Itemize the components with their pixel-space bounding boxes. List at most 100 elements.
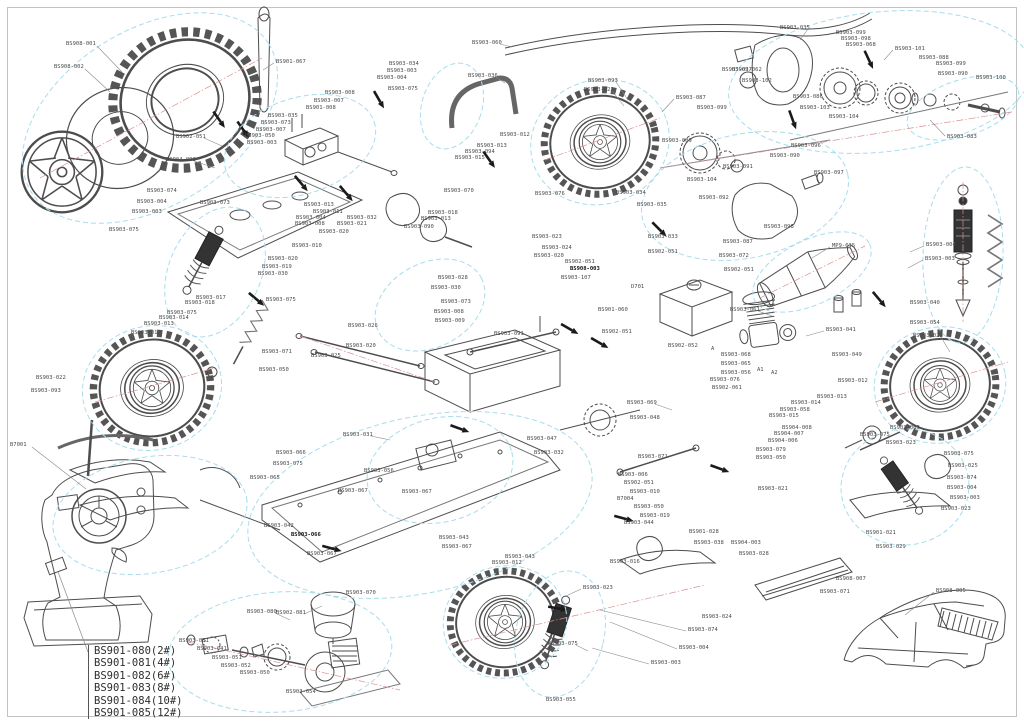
- part-label: BS903-075: [944, 451, 974, 457]
- part-label: BS908-002: [54, 64, 84, 70]
- parts-list-item: BS901-085(12#): [94, 707, 183, 720]
- part-label: BS903-075: [388, 86, 418, 92]
- part-label: BS903-012: [131, 330, 161, 336]
- part-label: BS903-099: [836, 30, 866, 36]
- part-label: BS903-022: [36, 375, 66, 381]
- part-label: BS903-083: [947, 134, 977, 140]
- part-label: BS903-086: [793, 94, 823, 100]
- part-label: BS903-013: [304, 202, 334, 208]
- part-label: BS903-032: [534, 450, 564, 456]
- part-label: BS903-024: [702, 614, 732, 620]
- part-label: BS903-013: [817, 394, 847, 400]
- part-label: BS903-050: [259, 367, 289, 373]
- part-label: BS903-102: [742, 78, 772, 84]
- part-label: BS903-012: [492, 560, 522, 566]
- part-label: BS903-067: [402, 489, 432, 495]
- parts-list-item: BS901-084(10#): [94, 694, 183, 707]
- parts-list-item: BS901-081(4#): [94, 657, 177, 670]
- part-label: BS903-003: [247, 140, 277, 146]
- part-label: BS903-092: [699, 195, 729, 201]
- part-label: BS903-038: [694, 540, 724, 546]
- part-label: BS903-025: [948, 463, 978, 469]
- part-label: BS902-051: [724, 267, 754, 273]
- part-label: BS903-058: [780, 407, 810, 413]
- fuel-tubing-art: [504, 12, 873, 56]
- part-label: BS903-040: [910, 300, 940, 306]
- fuel-tank-art: [658, 279, 734, 337]
- part-label: BS903-012: [838, 378, 868, 384]
- part-label: BS903-093: [31, 388, 61, 394]
- part-label: BS903-067: [307, 551, 337, 557]
- part-label: BS903-090: [938, 71, 968, 77]
- part-label: BS903-021: [758, 486, 788, 492]
- part-label: BS903-081: [179, 638, 209, 644]
- part-label: BS903-080: [247, 609, 277, 615]
- part-label: BS903-103: [800, 105, 830, 111]
- part-label: BS903-089: [662, 138, 692, 144]
- part-label: BS908-007: [836, 576, 866, 582]
- part-label: BS903-003: [387, 68, 417, 74]
- part-label: MP9-615: [832, 243, 856, 249]
- part-label: BS903-098: [764, 224, 794, 230]
- part-label: BS903-012: [500, 132, 530, 138]
- part-label: BS901-060: [598, 307, 628, 313]
- part-label: BS903-014: [791, 400, 821, 406]
- part-label: BS903-090: [770, 153, 800, 159]
- part-label: BS903-043: [505, 554, 535, 560]
- part-label: BS904-003: [166, 157, 196, 163]
- part-label: BS903-035: [268, 113, 298, 119]
- part-label: BS902-051: [648, 249, 678, 255]
- part-label: BS903-015: [769, 413, 799, 419]
- part-label: B: [255, 110, 259, 116]
- parts-list-item: BS901-082(6#): [94, 669, 177, 682]
- part-label: BS903-074: [947, 475, 977, 481]
- part-label: BS904-003: [731, 540, 761, 546]
- part-label: BS903-107: [561, 275, 591, 281]
- parts-list-item: BS901-083(8#): [94, 682, 177, 695]
- part-label: BS901-021: [866, 530, 896, 536]
- steering-knuckle-art: [385, 193, 473, 248]
- part-label: BS903-021: [337, 221, 367, 227]
- part-label: BS903-067: [442, 544, 472, 550]
- part-label: BS903-013: [477, 143, 507, 149]
- part-label: BS904-008: [782, 425, 812, 431]
- part-label: BS903-025: [311, 353, 341, 359]
- part-label: BS903-006: [618, 472, 648, 478]
- part-label: BS902-061: [712, 385, 742, 391]
- part-label: BS902-051: [624, 480, 654, 486]
- part-label: BS903-056: [721, 370, 751, 376]
- part-label: BS903-061: [730, 307, 760, 313]
- part-label: BS903-052: [221, 663, 251, 669]
- part-label: BS903-013: [421, 216, 451, 222]
- roll-bar-handle-art: [449, 75, 519, 129]
- part-label: BS903-004: [137, 199, 167, 205]
- part-label: BS903-075: [167, 310, 197, 316]
- part-label: BS903-050: [756, 455, 786, 461]
- part-label: BS903-075: [273, 461, 303, 467]
- differential-assembly-art: [659, 132, 831, 240]
- part-label: BS903-007: [256, 127, 286, 133]
- part-label: BS903-091: [723, 164, 753, 170]
- part-label: BS903-016: [610, 559, 640, 565]
- part-label: BS903-068: [721, 352, 751, 358]
- part-label: BS903-036: [468, 73, 498, 79]
- part-label: BS902-051: [176, 134, 206, 140]
- left-wheel-art: [83, 322, 221, 453]
- part-label: BS903-026: [348, 323, 378, 329]
- part-label: BS903-008: [325, 90, 355, 96]
- part-label: BS903-100: [976, 75, 1006, 81]
- part-label: BS903-073: [441, 299, 471, 305]
- part-label: BS903-004: [947, 485, 977, 491]
- part-label: BS902-051: [565, 259, 595, 265]
- part-label: BS903-029: [876, 544, 906, 550]
- part-label: BS901-008: [306, 105, 336, 111]
- part-label: BS903-067: [338, 488, 368, 494]
- pinion-parts-list: BS901-080(2#)BS901-081(4#)BS901-082(6#)B…: [88, 645, 183, 720]
- part-label: BS903-024: [542, 245, 572, 251]
- part-label: BS903-104: [687, 177, 717, 183]
- part-label: BS903-004: [926, 242, 956, 248]
- part-label: BS903-097: [814, 170, 844, 176]
- part-label: BS903-043: [439, 535, 469, 541]
- part-label: BS903-022: [913, 333, 943, 339]
